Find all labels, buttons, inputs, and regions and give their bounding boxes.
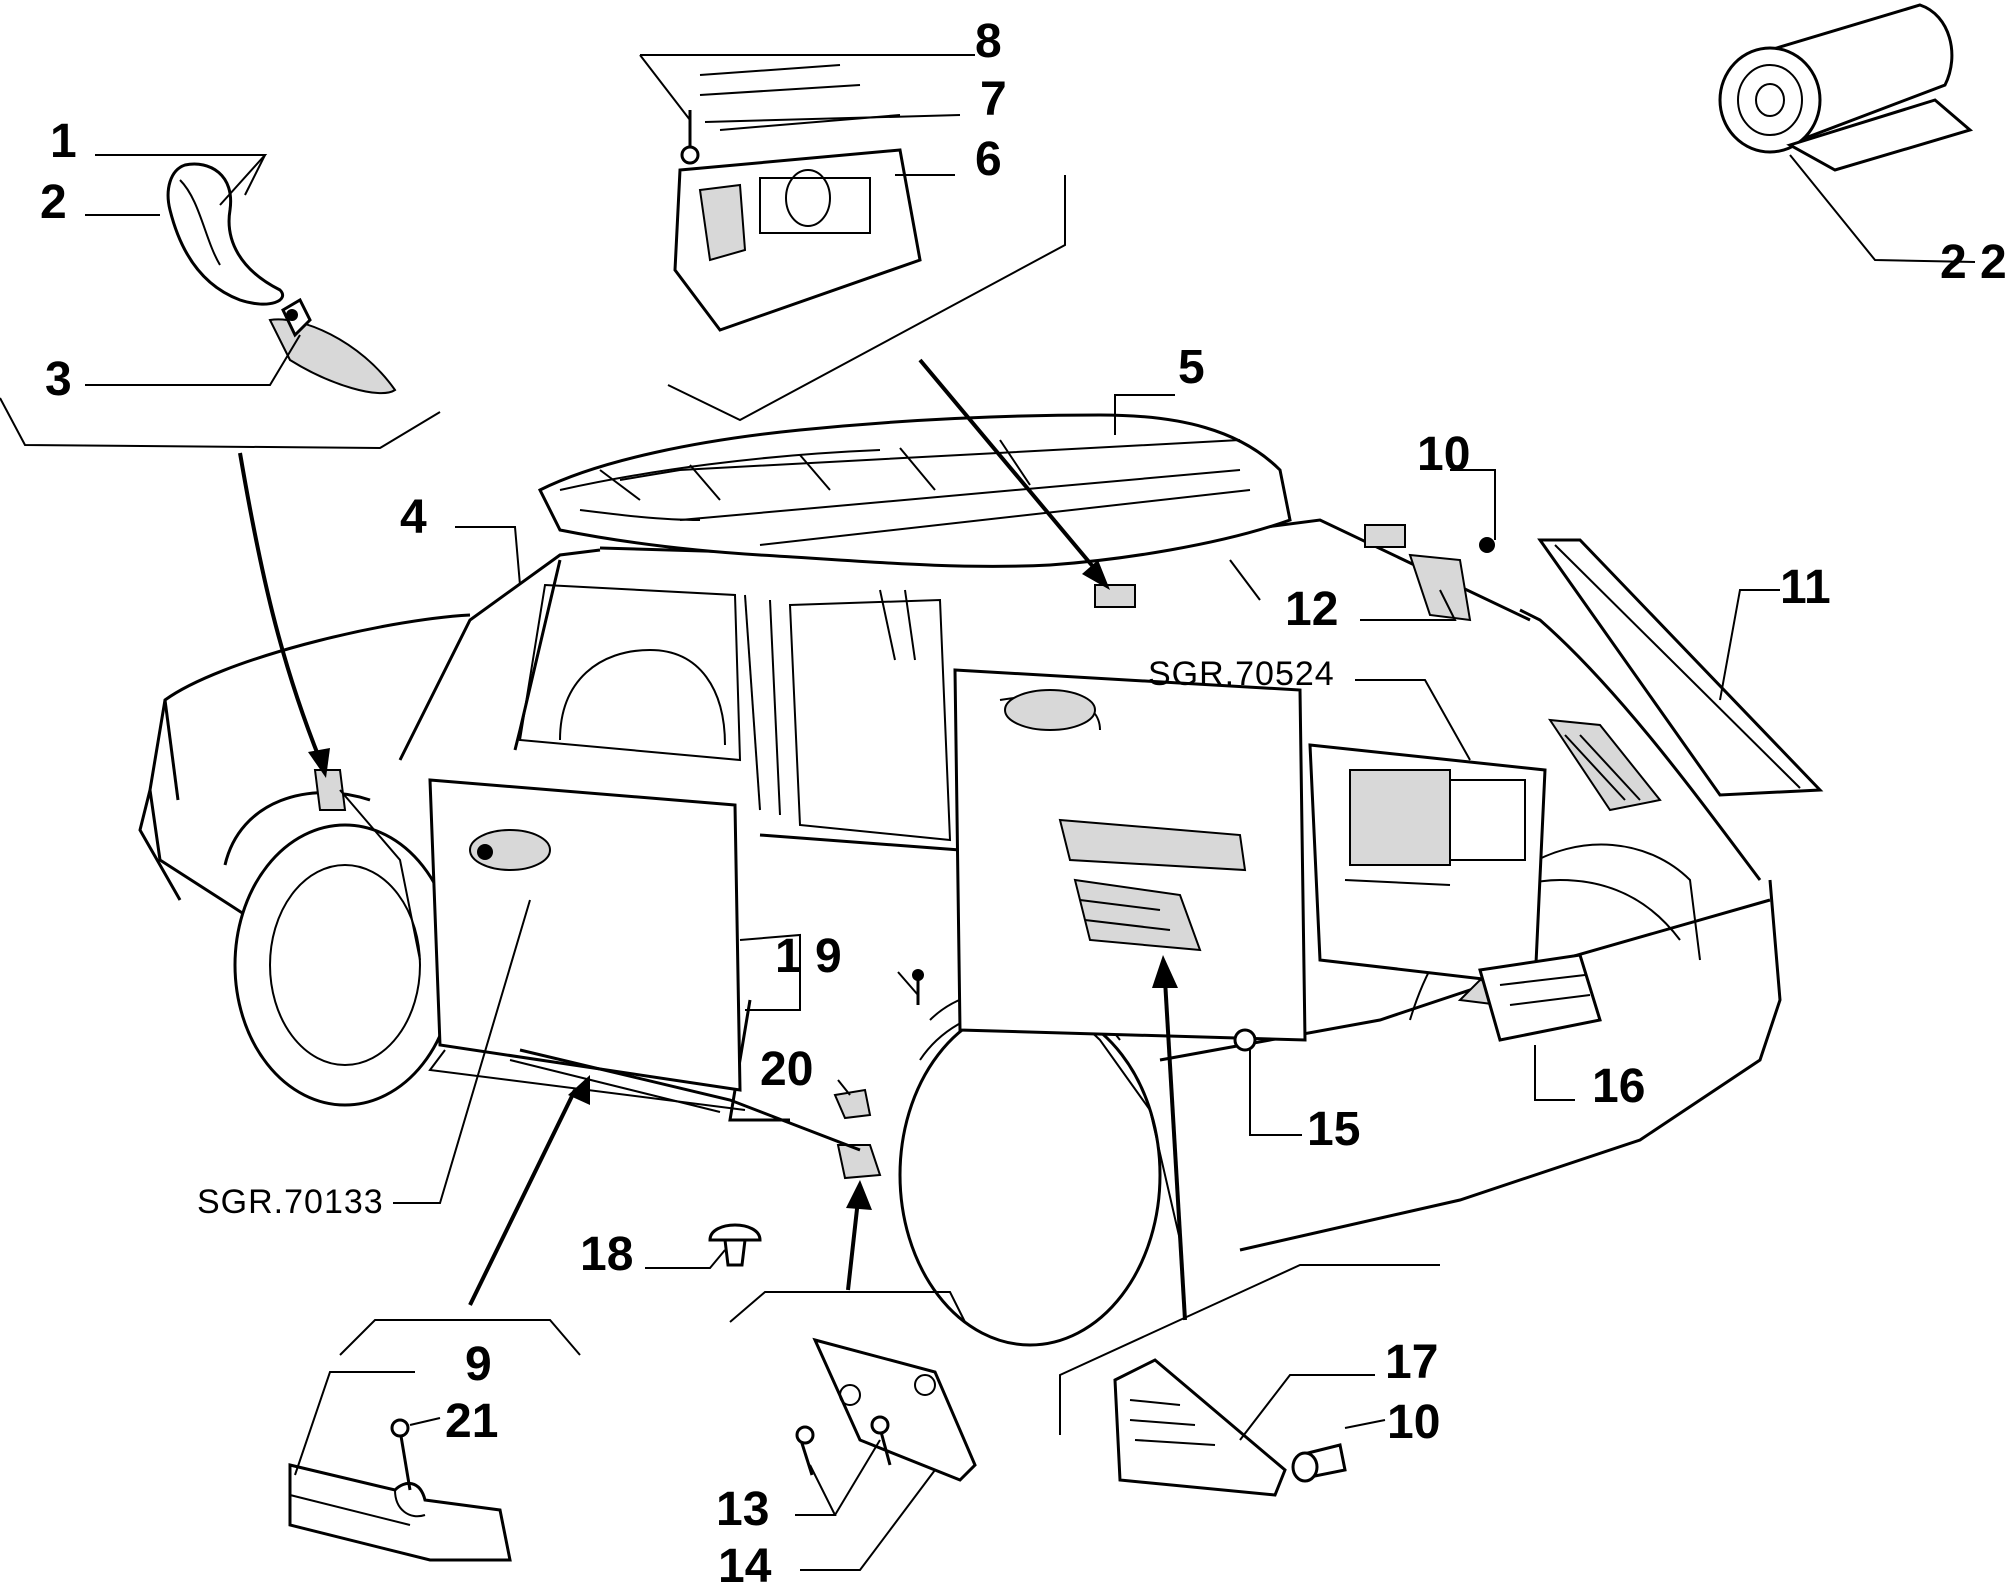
ref-sgr-70524: SGR.70524 [1148,655,1335,693]
label-8: 8 [975,15,1002,68]
rear-side-panel [1308,743,1547,987]
label-14: 14 [718,1540,772,1583]
detail-sill-9-21 [288,1075,590,1562]
bracket-16 [1478,953,1602,1042]
pillar-trim-12 [1408,553,1472,622]
label-21: 21 [445,1395,498,1448]
label-20: 20 [760,1043,813,1096]
label-2: 2 [40,176,67,229]
rear-door-handle [1004,689,1096,731]
label-3: 3 [45,353,72,406]
label-18: 18 [580,1228,633,1281]
screw-18 [645,1223,762,1269]
label-19: 1 9 [775,930,842,983]
label-10-roof: 10 [1417,428,1470,481]
clip-15 [1233,1028,1257,1052]
detail-roll-22 [1718,3,1976,263]
label-1: 1 [50,115,77,168]
detail-grille-17-10 [1059,955,1440,1497]
detail-seal-1-2-3 [0,154,441,450]
rear-window-trim [1537,538,1824,797]
front-door-handle [469,829,551,871]
label-22: 2 2 [1940,236,2007,289]
leader-lines [238,394,1780,1204]
clip-19 [912,969,924,1005]
headliner-clip-b [1364,524,1406,548]
label-12: 12 [1285,583,1338,636]
front-door-panel [428,778,801,1111]
sill-trim [509,1048,861,1152]
callout-labels: 1 2 3 4 5 6 7 8 9 10 10 11 12 13 14 15 1… [40,15,2007,1583]
label-17: 17 [1385,1336,1438,1389]
detail-panel-13-14 [729,1180,977,1571]
label-10-bottom: 10 [1387,1396,1440,1449]
wheelarch-cover-small [836,1144,882,1180]
detail-visor-6-7-8 [639,54,1110,590]
label-13: 13 [716,1483,769,1536]
side-grille [1547,718,1662,812]
label-6: 6 [975,133,1002,186]
label-4: 4 [400,491,427,544]
label-16: 16 [1592,1060,1645,1113]
label-5: 5 [1178,341,1205,394]
front-arch-seal [313,769,421,961]
label-7: 7 [980,73,1007,126]
rear-door-panel [953,668,1307,1042]
label-11: 11 [1780,561,1831,614]
label-15: 15 [1307,1103,1360,1156]
roof-clip-10 [1479,537,1495,553]
ref-sgr-70133: SGR.70133 [197,1183,384,1221]
front-wheel [233,823,457,1107]
headliner [537,413,1406,608]
label-9: 9 [465,1338,492,1391]
clip-20 [833,1088,872,1120]
headliner-clip-a [1094,584,1136,608]
rear-wheel [898,1003,1162,1347]
